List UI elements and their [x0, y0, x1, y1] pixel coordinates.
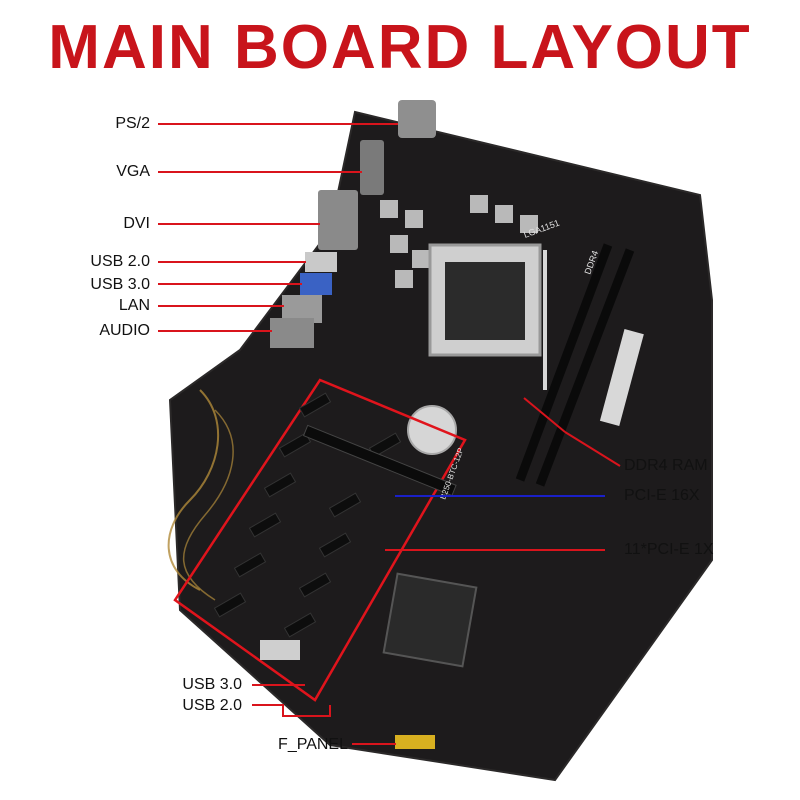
ps2-port — [398, 100, 436, 138]
gold-trace — [167, 389, 220, 591]
pcie-x16-slot — [302, 424, 457, 497]
usb20-port — [305, 252, 337, 272]
page-title: MAIN BOARD LAYOUT — [48, 13, 752, 82]
cmos-battery — [407, 405, 457, 455]
vrm-components — [380, 195, 538, 288]
ddr4-slots — [515, 243, 635, 487]
cpu-socket-center — [445, 262, 525, 340]
chipset-heatsink — [382, 572, 478, 668]
dvi-port — [318, 190, 358, 250]
label-fpanel: F_PANEL — [278, 736, 348, 753]
label-usb30-header: USB 3.0 — [182, 676, 242, 693]
leader-lines-left — [158, 123, 398, 745]
atx-power-connector — [599, 329, 644, 426]
label-usb30-rear: USB 3.0 — [90, 276, 150, 293]
pcie-highlight-box — [173, 378, 467, 702]
label-usb20-rear: USB 2.0 — [90, 253, 150, 270]
fpanel-header — [395, 735, 435, 749]
audio-port — [270, 318, 314, 348]
leader-lines-right — [385, 397, 621, 551]
label-pcie16: PCI-E 16X — [624, 487, 700, 504]
label-pcie1: 11*PCI-E 1X — [624, 541, 714, 558]
label-ddr4: DDR4 RAM — [624, 457, 708, 474]
label-vga: VGA — [116, 163, 150, 180]
usb30-port — [300, 273, 332, 295]
vga-port — [360, 140, 384, 195]
bottom-header — [260, 640, 300, 660]
label-audio: AUDIO — [99, 322, 150, 339]
label-lan: LAN — [118, 297, 150, 314]
gold-trace — [182, 409, 234, 601]
pcie-x1-slots — [213, 392, 402, 638]
label-dvi: DVI — [123, 215, 150, 232]
label-ps2: PS/2 — [115, 115, 150, 132]
label-usb20-header: USB 2.0 — [182, 697, 242, 714]
